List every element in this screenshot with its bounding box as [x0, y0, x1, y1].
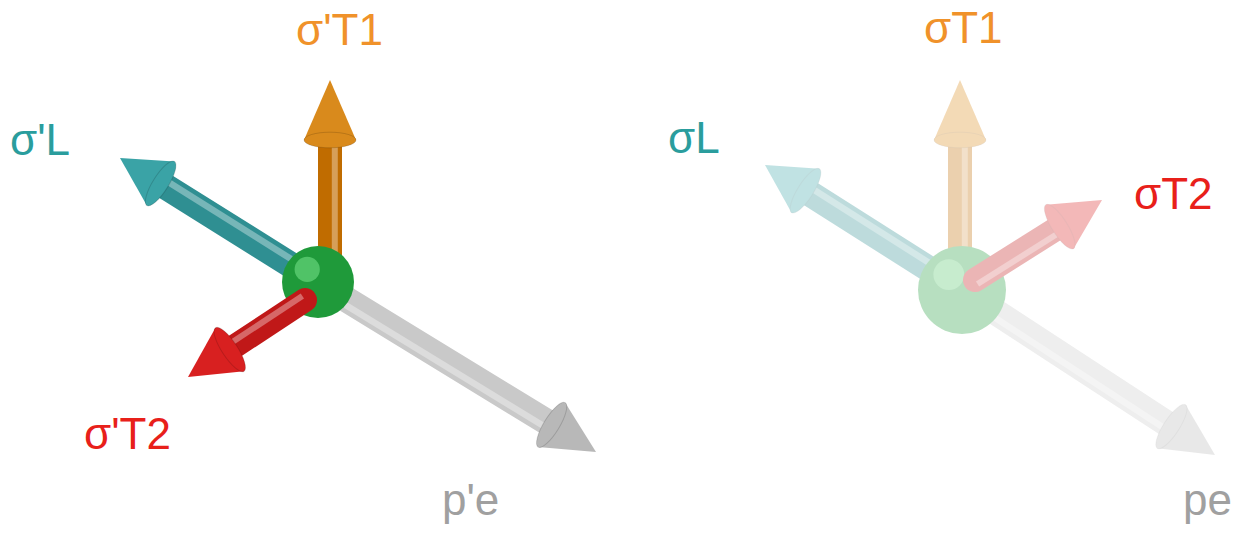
origin-sphere-shine	[295, 257, 320, 282]
sigma-t1-arrow-head	[934, 80, 986, 140]
axis-label: σT1	[924, 6, 1003, 50]
axis-label: p'e	[442, 478, 499, 522]
sigma-t2-arrow-head-base	[1039, 200, 1080, 252]
sigma-t1-prime-arrow	[304, 80, 356, 275]
sigma-t1-arrow-head-base	[934, 132, 986, 148]
sigma-t2-arrow-shaft	[975, 227, 1060, 280]
sigma-l-prime-arrow-head-base	[140, 157, 181, 209]
sigma-t2-prime-arrow-head-base	[209, 324, 251, 376]
sigma-t2-prime-arrow-highlight	[227, 296, 302, 346]
sigma-t2-arrow	[975, 200, 1102, 284]
axis-label: σ'L	[10, 118, 70, 162]
sigma-t2-arrow-highlight	[978, 231, 1063, 284]
sigma-t2-prime-arrow	[188, 296, 305, 377]
sigma-t1-prime-arrow-head	[304, 80, 356, 140]
axis-label: pe	[1183, 478, 1232, 522]
pe-arrow-head-base	[1151, 401, 1192, 453]
pe-prime-arrow-head-base	[531, 399, 571, 452]
sigma-l-arrow-head-base	[785, 165, 826, 217]
pe-prime-arrow-shaft	[318, 282, 552, 425]
primed-axes	[120, 80, 596, 452]
axis-label: σ'T1	[296, 8, 383, 52]
origin-sphere-faded-shine	[933, 259, 964, 290]
pe-prime-arrow	[315, 282, 596, 452]
axis-label: σL	[668, 116, 720, 160]
sigma-t1-prime-arrow-head-base	[304, 132, 356, 148]
sigma-l-arrow	[765, 165, 965, 290]
sigma-t2-prime-arrow-shaft	[230, 300, 305, 350]
axis-label: σ'T2	[84, 412, 171, 456]
axis-label: σT2	[1134, 172, 1213, 216]
unprimed-axes	[765, 80, 1215, 455]
pe-prime-arrow-highlight	[315, 286, 549, 429]
